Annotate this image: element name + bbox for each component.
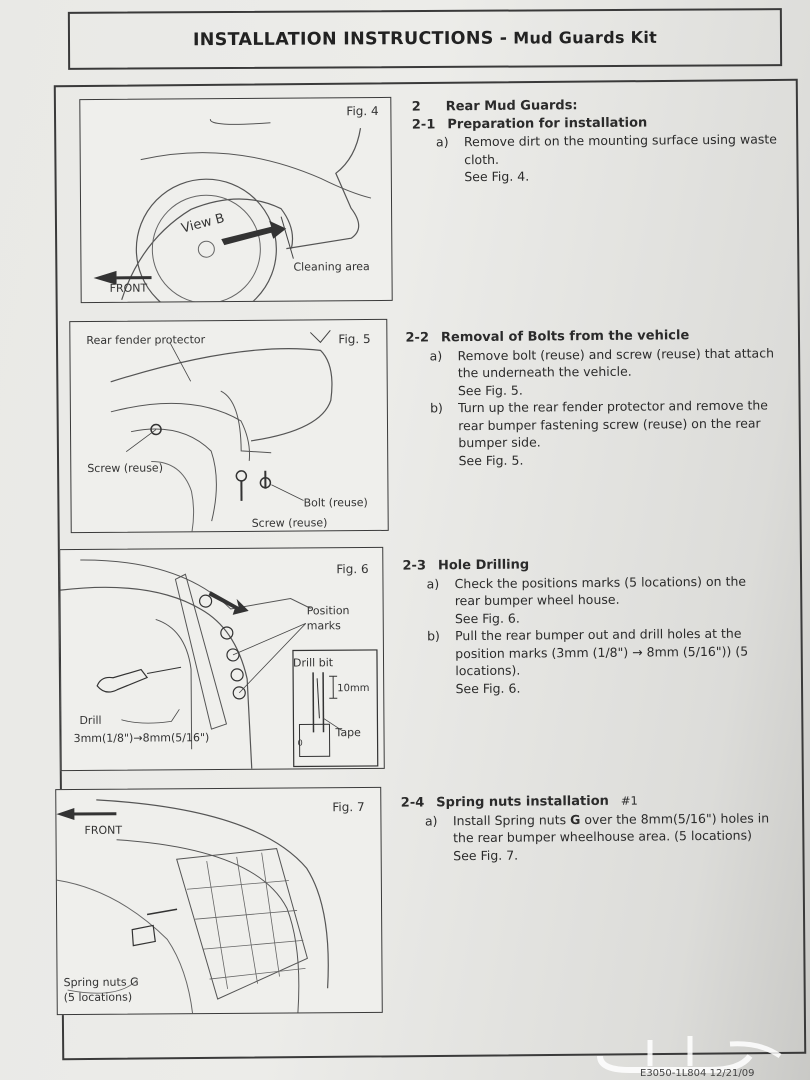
fig6-marks-label: marks (306, 619, 341, 633)
fig6-drillbit-label: Drill bit (292, 656, 334, 670)
fig6-label: Fig. 6 (336, 561, 369, 577)
step-2-3-a: a) Check the positions marks (5 locations… (403, 572, 775, 610)
see-figure-4: See Fig. 4. (464, 168, 530, 185)
step-2-2-b: b) Turn up the rear fender protector and … (406, 396, 782, 452)
step-letter: a) (429, 347, 443, 363)
step-letter: a) (426, 575, 440, 591)
section-2-2: 2-2 Removal of Bolts from the vehicle a) R… (405, 326, 782, 469)
section-2-3-number: 2-3 (402, 558, 427, 574)
figure-7: FRONT Fig. 7 Spring nuts G (5 locations) (55, 786, 383, 1016)
figure-4: Fig. 4 View B Cleaning area FRONT (79, 96, 393, 304)
title-dash: - (499, 28, 508, 49)
section-2-1-number: 2-1 (411, 116, 436, 133)
title-main: INSTALLATION INSTRUCTIONS (192, 28, 494, 51)
figure-5: Rear fender protector Fig. 5 Screw (reus… (69, 318, 389, 534)
section-2-number: 2 (411, 99, 421, 115)
step-letter: b) (427, 628, 440, 644)
fig6-drill-label: Drill (79, 713, 102, 727)
fig7-locations-label: (5 locations) (63, 990, 133, 1005)
section-2-2-title: Removal of Bolts from the vehicle (440, 328, 690, 346)
title-box: INSTALLATION INSTRUCTIONS-Mud Guards Kit (67, 8, 783, 70)
step-text: Remove dirt on the mounting surface usin… (463, 131, 777, 167)
figure-6: Fig. 6 Position marks Drill bit 10mm Tap… (59, 546, 385, 772)
fig7-front: FRONT (84, 823, 123, 837)
step-text-pre: Install Spring nuts (452, 811, 571, 828)
section-2-3-title: Hole Drilling (437, 557, 530, 574)
section-2-4-title: Spring nuts installation (436, 793, 609, 811)
step-text: Remove bolt (reuse) and screw (reuse) th… (457, 344, 775, 381)
fig5-protector-label: Rear fender protector (86, 333, 206, 347)
fig6-10mm-label: 10mm (337, 682, 370, 695)
section-2-4-number: 2-4 (400, 795, 425, 811)
fig6-size-label: 3mm(1/8")→8mm(5/16") (73, 731, 210, 746)
fig5-drawing (110, 329, 333, 534)
section-2-4: 2-4 Spring nuts installation #1 a) Install … (401, 791, 780, 864)
see-figure-5: See Fig. 5. (458, 452, 524, 468)
fig6-tape-label: Tape (335, 726, 361, 740)
document-code: E3050-1L804 12/21/09 (640, 1068, 755, 1079)
section-2-3: 2-3 Hole Drilling a) Check the positions m… (402, 554, 775, 697)
section-2-4-tag: #1 (620, 793, 638, 808)
fig5-label: Fig. 5 (338, 332, 371, 347)
step-2-2-a: a) Remove bolt (reuse) and screw (reuse) … (406, 344, 782, 382)
fig7-nuts-label: Spring nuts G (63, 975, 139, 990)
section-2-2-number: 2-2 (405, 330, 430, 346)
step-text: Turn up the rear fender protector and re… (458, 397, 769, 451)
title-kit: Mud Guards Kit (513, 27, 658, 48)
step-letter: b) (430, 400, 443, 416)
section-2-1: 2 Rear Mud Guards: 2-1 Preparation for ins… (412, 95, 783, 186)
step-2-4-a: a) Install Spring nuts G over the 8mm(5/1… (401, 809, 779, 847)
step-letter: a) (435, 134, 449, 150)
fig4-cleaning-area: Cleaning area (293, 260, 370, 274)
step-text: Pull the rear bumper out and drill holes… (455, 625, 749, 679)
page-title: INSTALLATION INSTRUCTIONS-Mud Guards Kit (193, 28, 657, 50)
fig7-drawing (56, 799, 329, 1016)
step-2-1-a: a) Remove dirt on the mounting surface us… (412, 130, 782, 168)
fig6-zero-label: 0 (297, 738, 303, 748)
fig5-bolt-label: Bolt (reuse) (303, 496, 368, 510)
step-letter: a) (424, 812, 438, 828)
fig7-label: Fig. 7 (332, 799, 365, 815)
fig6-position-label: Position (306, 604, 350, 618)
step-text: Check the positions marks (5 locations) … (454, 573, 747, 609)
fig6-drawing (60, 559, 379, 769)
step-text-bold: G (570, 811, 581, 827)
section-2-title: Rear Mud Guards: (445, 98, 578, 115)
step-2-3-b: b) Pull the rear bumper out and drill hol… (403, 624, 775, 680)
fig4-drawing (93, 119, 372, 304)
step-text: Install Spring nuts G over the 8mm(5/16"… (453, 809, 779, 847)
watermark-logo (597, 1036, 782, 1073)
see-figure-7: See Fig. 7. (453, 847, 519, 863)
fig5-screw2-label: Screw (reuse) (251, 516, 328, 530)
fig5-screw-label: Screw (reuse) (87, 461, 164, 475)
section-2-1-title: Preparation for installation (447, 115, 648, 132)
see-figure-6: See Fig. 6. (455, 680, 521, 696)
fig4-label: Fig. 4 (346, 104, 379, 119)
fig4-front: FRONT (109, 281, 148, 295)
